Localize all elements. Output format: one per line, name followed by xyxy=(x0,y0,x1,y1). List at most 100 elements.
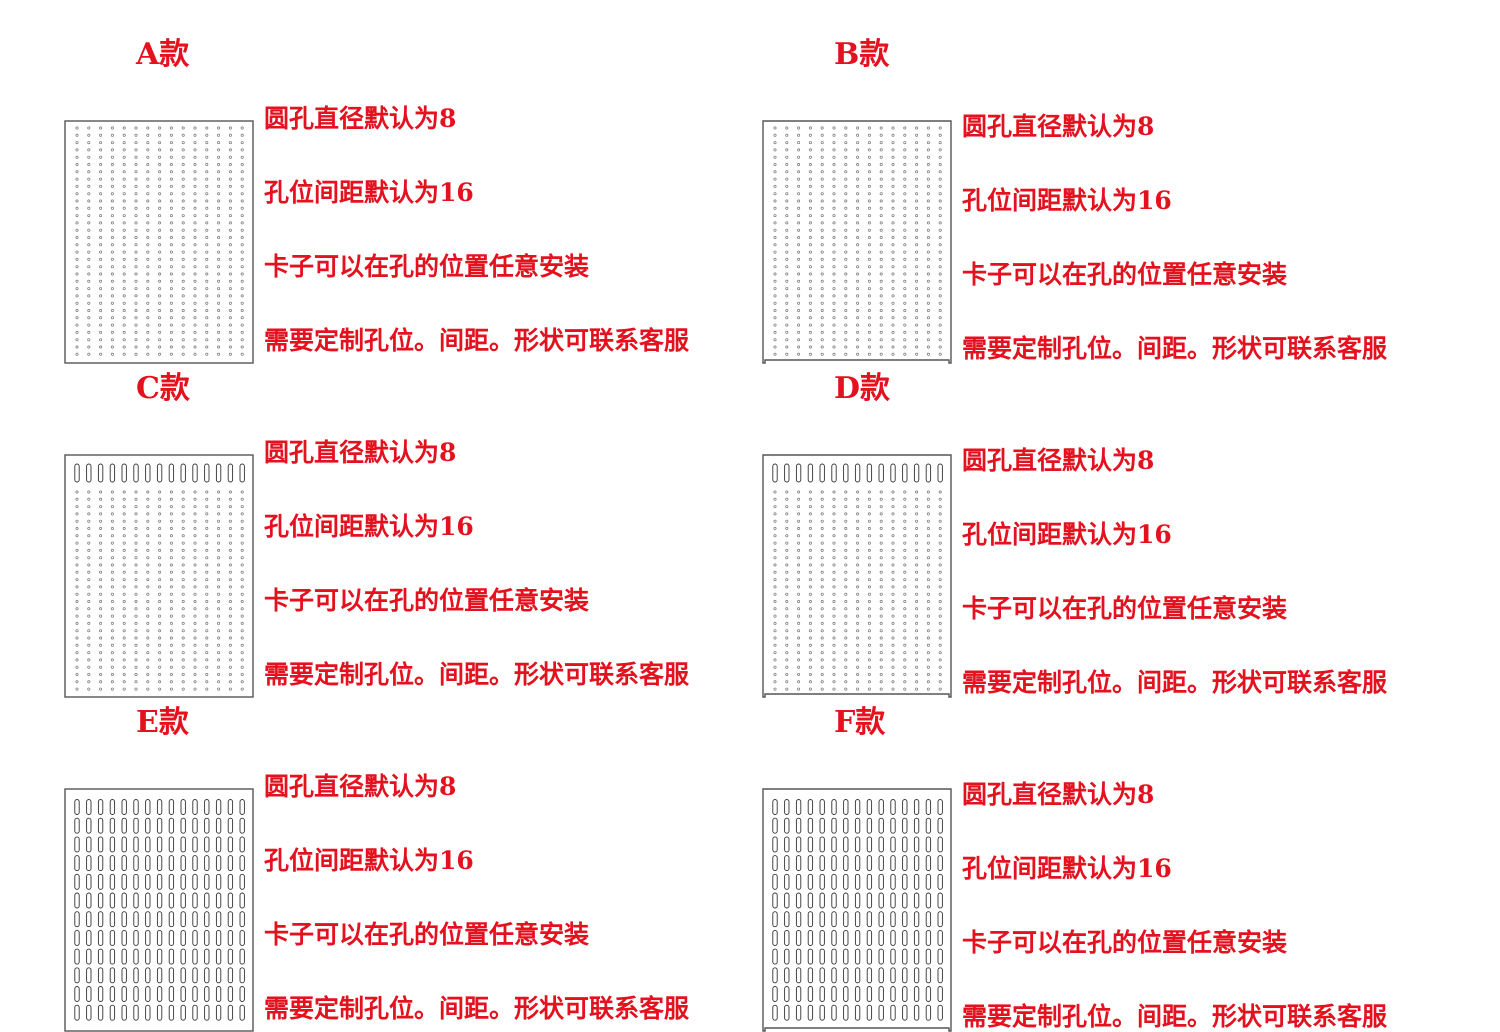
round-hole xyxy=(122,658,126,662)
round-hole xyxy=(856,126,860,130)
round-hole xyxy=(122,192,126,196)
round-hole xyxy=(797,680,801,684)
round-hole xyxy=(134,505,138,509)
round-hole xyxy=(146,548,150,552)
round-hole xyxy=(938,563,942,567)
round-hole xyxy=(926,338,930,342)
round-hole xyxy=(75,170,79,174)
round-hole xyxy=(110,309,114,313)
round-hole xyxy=(773,316,777,320)
round-hole xyxy=(87,272,91,276)
round-hole xyxy=(158,192,162,196)
round-hole xyxy=(228,155,232,159)
customization-note: 需要定制孔位。间距。形状可联系客服 xyxy=(264,994,690,1023)
round-hole xyxy=(169,250,173,254)
round-hole xyxy=(867,643,871,647)
round-hole xyxy=(122,512,126,516)
round-hole xyxy=(217,170,221,174)
round-hole xyxy=(832,192,836,196)
round-hole xyxy=(808,621,812,625)
round-hole xyxy=(773,658,777,662)
round-hole xyxy=(169,512,173,516)
round-hole xyxy=(879,505,883,509)
round-hole xyxy=(785,177,789,181)
round-hole xyxy=(915,345,919,349)
round-hole xyxy=(240,578,244,582)
round-hole xyxy=(146,563,150,567)
round-hole xyxy=(193,221,197,225)
slot-hole xyxy=(109,967,116,984)
slot-hole xyxy=(180,911,186,928)
round-hole xyxy=(867,658,871,662)
slot-hole xyxy=(215,1004,222,1021)
round-hole xyxy=(122,184,126,188)
slot-hole xyxy=(74,855,80,872)
slot-hole xyxy=(902,463,908,483)
slot-hole xyxy=(133,967,139,984)
round-hole xyxy=(820,265,824,269)
round-hole xyxy=(193,600,197,604)
round-hole xyxy=(867,141,871,145)
round-hole xyxy=(879,541,883,545)
slot-hole xyxy=(133,929,139,946)
round-hole xyxy=(99,294,103,298)
slot-hole xyxy=(109,948,116,965)
round-hole xyxy=(181,556,185,560)
round-hole xyxy=(240,309,244,313)
round-hole xyxy=(867,148,871,152)
round-hole xyxy=(193,184,197,188)
round-hole xyxy=(926,214,930,218)
round-hole xyxy=(903,279,907,283)
round-hole xyxy=(785,526,789,530)
round-hole xyxy=(205,490,209,494)
round-hole xyxy=(879,206,883,210)
round-hole xyxy=(797,206,801,210)
round-hole xyxy=(915,629,919,633)
round-hole xyxy=(99,629,103,633)
slot-hole xyxy=(156,948,163,965)
slot-hole xyxy=(86,873,92,890)
slot-hole xyxy=(180,855,186,872)
round-hole xyxy=(240,177,244,181)
round-hole xyxy=(87,287,91,291)
round-hole xyxy=(785,221,789,225)
slot-hole xyxy=(168,463,175,483)
round-hole xyxy=(867,170,871,174)
round-hole xyxy=(867,570,871,574)
round-hole xyxy=(879,519,883,523)
round-hole xyxy=(867,534,871,538)
slot-hole xyxy=(227,892,234,909)
slot-hole xyxy=(86,855,92,872)
round-hole xyxy=(87,228,91,232)
slot-hole xyxy=(925,1004,932,1021)
round-hole xyxy=(205,287,209,291)
round-hole xyxy=(134,294,138,298)
slot-hole xyxy=(772,873,778,890)
round-hole xyxy=(158,658,162,662)
round-hole xyxy=(205,250,209,254)
round-hole xyxy=(808,629,812,633)
round-hole xyxy=(879,243,883,247)
round-hole xyxy=(134,512,138,516)
round-hole xyxy=(773,345,777,349)
slot-hole xyxy=(215,986,222,1002)
round-hole xyxy=(867,352,871,356)
round-hole xyxy=(169,228,173,232)
round-hole xyxy=(867,206,871,210)
round-hole xyxy=(146,177,150,181)
round-hole xyxy=(903,316,907,320)
slot-hole xyxy=(192,873,198,890)
round-hole xyxy=(134,497,138,501)
round-hole xyxy=(938,541,942,545)
round-hole xyxy=(110,133,114,137)
round-hole xyxy=(146,607,150,611)
round-hole xyxy=(228,607,232,611)
round-hole xyxy=(879,607,883,611)
round-hole xyxy=(903,338,907,342)
round-hole xyxy=(193,490,197,494)
round-hole xyxy=(146,250,150,254)
round-hole xyxy=(844,643,848,647)
round-hole xyxy=(217,548,221,552)
round-hole xyxy=(773,235,777,239)
round-hole xyxy=(193,206,197,210)
